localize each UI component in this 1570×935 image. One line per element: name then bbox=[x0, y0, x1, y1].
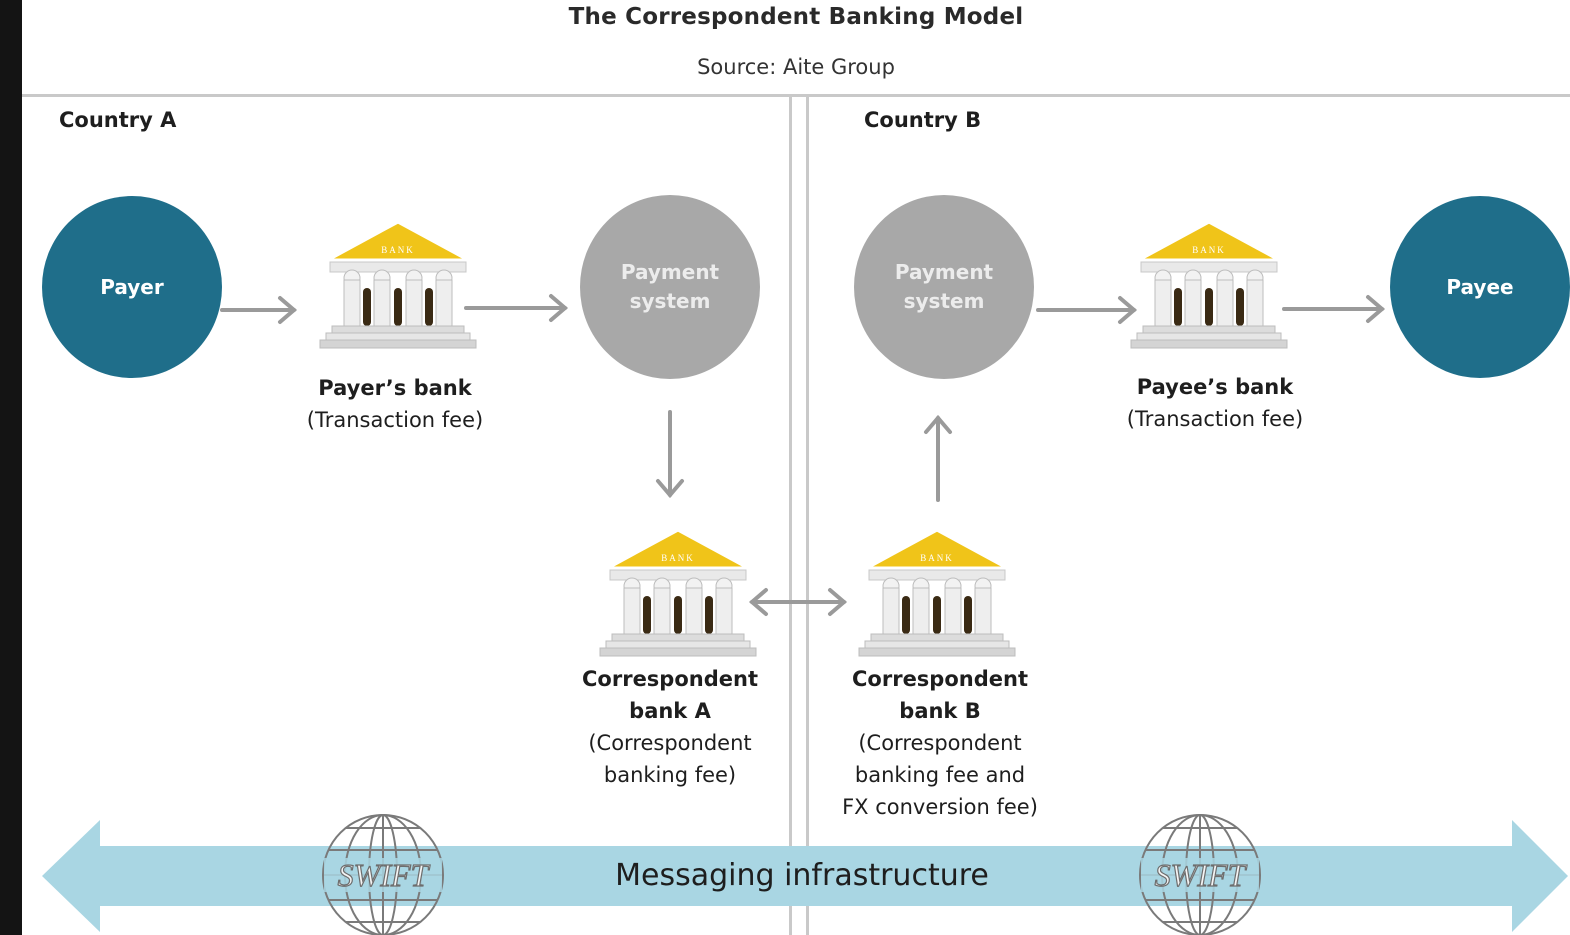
payers-bank-label: Payer’s bank(Transaction fee) bbox=[306, 376, 484, 432]
svg-text:SWIFT: SWIFT bbox=[1155, 857, 1248, 893]
arrow-exchange-left-head bbox=[748, 588, 768, 616]
swift-logo-right: SWIFT bbox=[1135, 812, 1265, 935]
arrow-exchange-right-head bbox=[828, 588, 848, 616]
arrow-system-a-down-head bbox=[656, 479, 684, 499]
country-b-label: Country B bbox=[864, 108, 982, 132]
arrow-bank-to-system-a-head bbox=[549, 294, 569, 322]
svg-text:BANK: BANK bbox=[1192, 245, 1226, 255]
svg-text:BANK: BANK bbox=[661, 553, 695, 563]
messaging-infrastructure-label: Messaging infrastructure bbox=[615, 858, 989, 893]
correspondent-bank-b-icon: BANK bbox=[857, 526, 1017, 662]
correspondent-bank-a-icon: BANK bbox=[598, 526, 758, 662]
country-divider-right bbox=[806, 94, 809, 935]
payees-bank-label: Payee’s bank(Transaction fee) bbox=[1126, 375, 1304, 431]
arrow-payer-to-bank-head bbox=[278, 296, 298, 324]
svg-text:SWIFT: SWIFT bbox=[338, 857, 431, 893]
payer-label: Payer bbox=[100, 274, 164, 299]
diagram-source: Source: Aite Group bbox=[697, 55, 895, 79]
payers-bank-icon: BANK bbox=[318, 218, 478, 354]
payee-label: Payee bbox=[1446, 274, 1514, 299]
svg-text:BANK: BANK bbox=[920, 553, 954, 563]
country-a-label: Country A bbox=[59, 108, 177, 132]
arrow-bank-to-payee-head bbox=[1366, 295, 1386, 323]
header-divider bbox=[22, 94, 1570, 97]
diagram-title: The Correspondent Banking Model bbox=[568, 4, 1024, 30]
diagram-frame: The Correspondent Banking Model Source: … bbox=[22, 0, 1570, 935]
payee-node: Payee bbox=[1390, 196, 1570, 378]
swift-logo-left: SWIFT bbox=[318, 812, 448, 935]
payees-bank-icon: BANK bbox=[1129, 218, 1289, 354]
flow-arrows bbox=[42, 294, 1568, 932]
arrow-system-b-up-head bbox=[924, 414, 952, 434]
payer-node: Payer bbox=[42, 196, 222, 378]
arrow-system-b-to-bank-head bbox=[1118, 296, 1138, 324]
country-divider-left bbox=[789, 94, 792, 935]
svg-text:BANK: BANK bbox=[381, 245, 415, 255]
